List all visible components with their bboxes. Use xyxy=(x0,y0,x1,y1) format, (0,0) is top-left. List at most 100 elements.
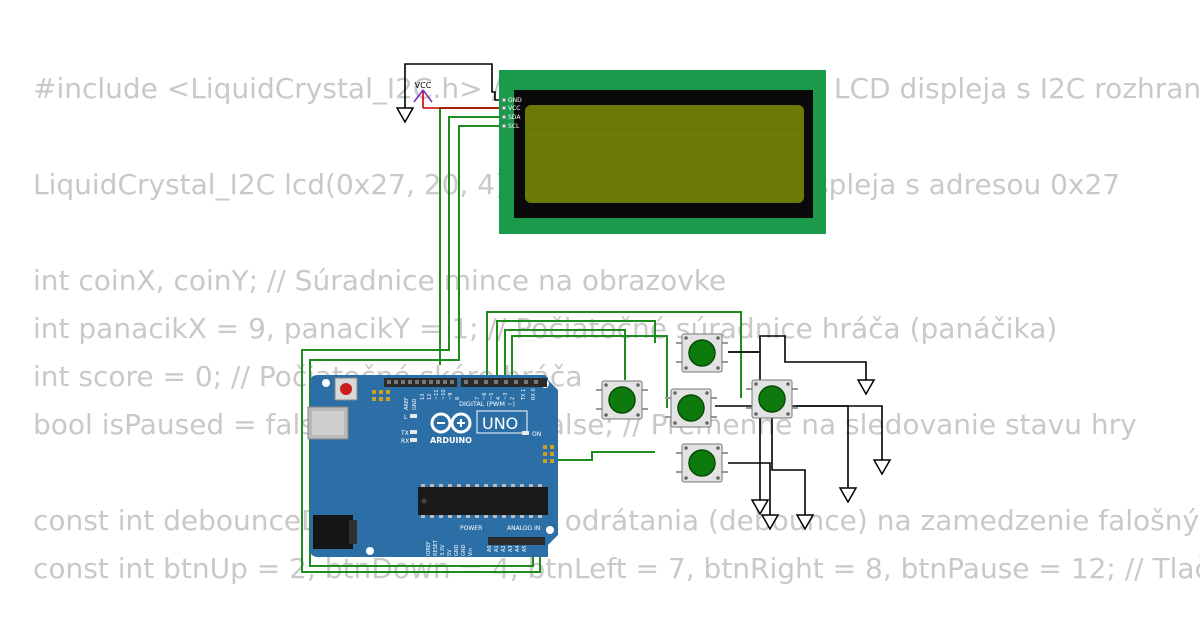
digital-pin-numbers: 13 12 ~11 ~10 ~9 8 7 ~6 ~5 4 ~3 2 TX 1 R… xyxy=(420,388,537,401)
mount-hole xyxy=(546,526,554,534)
led-rx xyxy=(410,438,417,442)
svg-text:~11: ~11 xyxy=(434,389,440,400)
board-model: UNO xyxy=(482,414,518,433)
power-jack-edge xyxy=(349,520,357,544)
svg-text:3.3V: 3.3V xyxy=(440,544,446,556)
svg-text:~10: ~10 xyxy=(441,389,447,400)
icsp-header-right xyxy=(543,445,554,463)
wire-btn-up[interactable] xyxy=(496,320,656,376)
button-cap-icon[interactable] xyxy=(688,339,716,367)
arduino-logo-icon xyxy=(430,412,472,434)
ground-icon xyxy=(395,107,415,124)
led-on-label: ON xyxy=(532,431,541,438)
svg-text:12: 12 xyxy=(427,394,433,400)
svg-text:GND: GND xyxy=(454,544,460,556)
svg-text:~3: ~3 xyxy=(503,393,509,400)
svg-text:A2: A2 xyxy=(501,545,507,552)
chip-pins xyxy=(421,484,542,518)
code-line-coin: int coinX, coinY; // Súradnice mince na … xyxy=(33,264,727,297)
ground-symbols xyxy=(395,107,892,531)
ground-icon xyxy=(838,487,858,504)
lcd-pin-dots xyxy=(501,97,507,129)
mount-hole xyxy=(322,379,330,387)
digital-header-left xyxy=(384,378,457,387)
svg-text:A3: A3 xyxy=(508,545,514,552)
button-cap-icon[interactable] xyxy=(677,394,705,422)
wire-lcd-gnd[interactable] xyxy=(404,63,501,108)
pushbutton-down[interactable] xyxy=(665,388,717,428)
svg-text:7: 7 xyxy=(475,397,481,400)
svg-text:~9: ~9 xyxy=(448,393,454,400)
button-cap-icon[interactable] xyxy=(608,386,636,414)
lcd-pin-gnd: GND xyxy=(508,97,522,104)
pushbutton-up[interactable] xyxy=(676,333,728,373)
analog-pin-labels: A0 A1 A2 A3 A4 A5 xyxy=(487,545,528,552)
aref-label: AREF xyxy=(404,397,410,410)
atmega-chip xyxy=(418,487,548,515)
wire-btn-left[interactable] xyxy=(504,329,626,380)
svg-text:A0: A0 xyxy=(487,545,493,552)
svg-text:A5: A5 xyxy=(522,545,528,552)
digital-header-pins xyxy=(387,380,538,384)
led-rx-label: RX xyxy=(401,438,409,445)
wire-gnd-d[interactable] xyxy=(728,351,761,500)
button-cap-icon[interactable] xyxy=(688,449,716,477)
led-l-label: L xyxy=(404,414,408,421)
led-l xyxy=(410,414,417,418)
pushbutton-pause[interactable] xyxy=(676,443,728,483)
chip-notch xyxy=(421,498,427,504)
ground-icon xyxy=(760,514,780,531)
power-header-label: POWER xyxy=(460,525,482,532)
ground-icon xyxy=(795,514,815,531)
pushbutton-right[interactable] xyxy=(746,379,798,419)
wire-gnd-e[interactable] xyxy=(771,418,806,515)
usb-port-inner xyxy=(312,411,344,435)
lcd-pin-scl: SCL xyxy=(508,123,520,130)
svg-text:~5: ~5 xyxy=(489,393,495,400)
svg-text:RX 0: RX 0 xyxy=(531,388,537,400)
code-line-panacik: int panacikX = 9, panacikY = 1; // Počia… xyxy=(33,312,1058,345)
wire-gnd-f[interactable] xyxy=(728,462,771,515)
svg-text:A1: A1 xyxy=(494,545,500,552)
code-line-buttons: const int btnUp = 2, btnDown = 4, btnLef… xyxy=(33,552,1200,585)
power-jack xyxy=(313,515,353,549)
board-brand: ARDUINO xyxy=(430,436,472,445)
led-on xyxy=(522,431,529,435)
svg-text:IOREF: IOREF xyxy=(426,541,432,556)
gnd-label: GND xyxy=(412,398,418,410)
svg-text:~6: ~6 xyxy=(482,393,488,400)
svg-text:A4: A4 xyxy=(515,545,521,552)
lcd-display[interactable]: GND VCC SDA SCL xyxy=(499,70,826,234)
vcc-symbol: VCC xyxy=(413,81,501,109)
svg-text:GND: GND xyxy=(461,544,467,556)
wire-gnd-a[interactable] xyxy=(728,335,867,380)
digital-pwm-label: DIGITAL (PWM ~) xyxy=(459,400,515,408)
uno-box xyxy=(476,410,528,434)
arduino-uno-board[interactable]: DIGITAL (PWM ~) AREF GND 13 12 ~11 ~10 ~… xyxy=(307,375,558,557)
wire-btn-down[interactable] xyxy=(511,335,668,408)
svg-text:2: 2 xyxy=(510,397,516,400)
svg-text:Vin: Vin xyxy=(468,548,474,556)
led-tx xyxy=(410,430,417,434)
analog-header-label: ANALOG IN xyxy=(507,525,540,532)
mount-hole xyxy=(366,547,374,555)
ground-icon xyxy=(750,499,770,516)
wire-btn-right[interactable] xyxy=(486,311,742,398)
wire-gnd-b[interactable] xyxy=(796,405,883,460)
wire-scl[interactable] xyxy=(309,125,534,567)
reset-button-cap[interactable] xyxy=(340,383,352,395)
button-cap-icon[interactable] xyxy=(758,385,786,413)
svg-text:8: 8 xyxy=(455,397,461,400)
lcd-char-grid xyxy=(525,128,804,179)
svg-text:TX 1: TX 1 xyxy=(521,389,527,401)
wire-sda[interactable] xyxy=(301,116,541,573)
ground-icon xyxy=(872,459,892,476)
led-tx-label: TX xyxy=(400,430,409,437)
ground-icon xyxy=(856,379,876,396)
icsp-header xyxy=(372,390,390,401)
svg-text:5V: 5V xyxy=(447,549,453,556)
pushbutton-left[interactable] xyxy=(596,380,648,420)
lcd-pin-vcc: VCC xyxy=(508,105,520,112)
analog-header xyxy=(488,537,545,545)
